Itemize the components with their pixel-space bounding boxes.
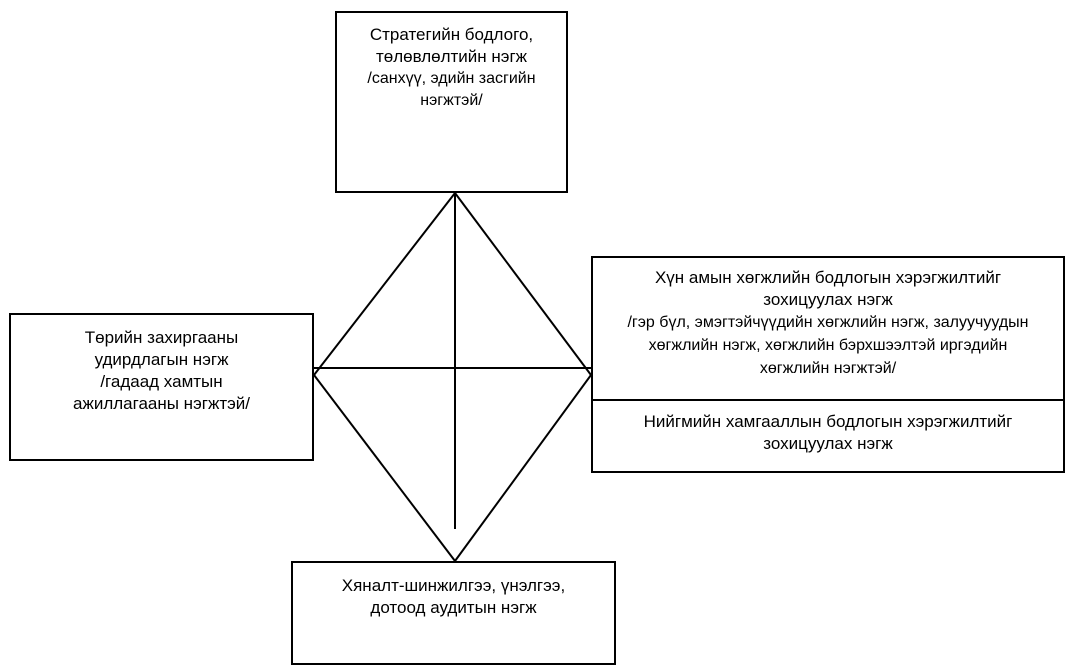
social-protection-unit-box: Нийгмийн хамгааллын бодлогын хэрэгжилтий… xyxy=(591,399,1065,473)
monitoring-audit-unit-box: Хяналт-шинжилгээ, үнэлгээ, дотоод аудиты… xyxy=(291,561,616,665)
strategic-policy-unit-title-2: төлөвлөлтийн нэгж xyxy=(375,47,528,66)
state-administration-unit-title-2: удирдлагын нэгж xyxy=(94,350,229,369)
strategic-policy-unit-sub-2: нэгжтэй/ xyxy=(420,92,483,109)
strategic-policy-unit-box: Стратегийн бодлого, төлөвлөлтийн нэгж /с… xyxy=(335,11,568,193)
population-development-unit-sub-2: хөгжлийн нэгж, хөгжлийн бэрхшээлтэй иргэ… xyxy=(648,337,1008,354)
social-protection-unit-title-2: зохицуулах нэгж xyxy=(763,434,893,453)
social-protection-unit-title-1: Нийгмийн хамгааллын бодлогын хэрэгжилтий… xyxy=(643,412,1013,431)
diamond-edge-bottom-right xyxy=(454,374,592,562)
state-administration-unit-box: Төрийн захиргааны удирдлагын нэгж /гадаа… xyxy=(9,313,314,461)
monitoring-audit-unit-title-1: Хяналт-шинжилгээ, үнэлгээ, xyxy=(341,576,566,595)
population-development-unit-title-2: зохицуулах нэгж xyxy=(763,290,893,309)
population-development-unit-sub-3: хөгжлийн нэгжтэй/ xyxy=(759,360,897,377)
population-development-unit-sub-1: /гэр бүл, эмэгтэйчүүдийн хөгжлийн нэгж, … xyxy=(627,314,1029,331)
strategic-policy-unit-sub-1: /санхүү, эдийн засгийн xyxy=(367,70,536,87)
monitoring-audit-unit-title-2: дотоод аудитын нэгж xyxy=(370,598,537,617)
state-administration-unit-title-1: Төрийн захиргааны xyxy=(84,328,239,347)
diamond-edge-bottom-left xyxy=(313,374,456,562)
state-administration-unit-sub-1: /гадаад хамтын xyxy=(100,372,223,391)
diamond-edge-top-left xyxy=(313,192,456,376)
strategic-policy-unit-title-1: Стратегийн бодлого, xyxy=(369,25,534,44)
population-development-unit-title-1: Хүн амын хөгжлийн бодлогын хэрэгжилтийг xyxy=(654,268,1002,287)
state-administration-unit-sub-2: ажиллагааны нэгжтэй/ xyxy=(73,394,250,413)
population-development-unit-box: Хүн амын хөгжлийн бодлогын хэрэгжилтийг … xyxy=(591,256,1065,401)
diamond-edge-top-right xyxy=(454,192,592,376)
